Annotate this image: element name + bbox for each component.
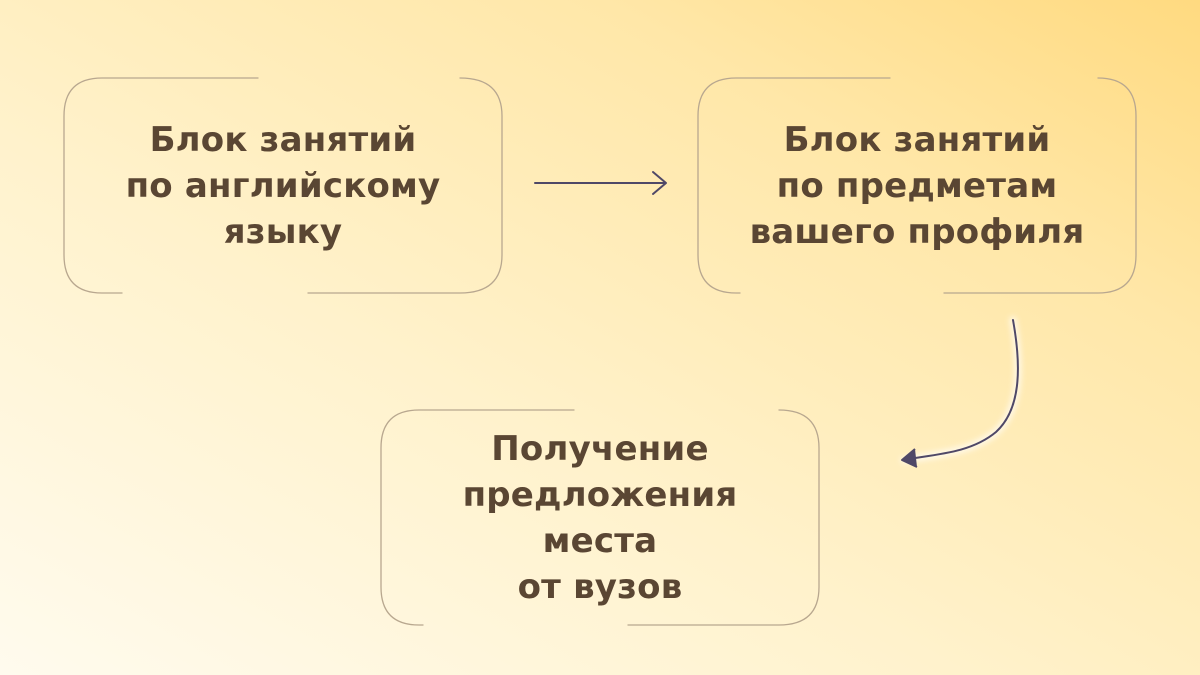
english-block-frame (63, 77, 503, 294)
node-profile-block: Блок занятий по предметам вашего профиля (698, 78, 1136, 293)
node-english-block: Блок занятий по английскому языку (64, 78, 502, 293)
node-offer-block-text: Получение предложения места от вузов (462, 428, 738, 607)
node-english-block-text: Блок занятий по английскому языку (125, 119, 441, 252)
arrow-profile-to-offer (900, 316, 1022, 468)
arrow-english-to-profile (531, 171, 670, 195)
offer-block-frame (380, 409, 820, 626)
node-profile-block-text: Блок занятий по предметам вашего профиля (749, 119, 1085, 252)
profile-block-frame (697, 77, 1137, 294)
node-offer-block: Получение предложения места от вузов (381, 410, 819, 625)
